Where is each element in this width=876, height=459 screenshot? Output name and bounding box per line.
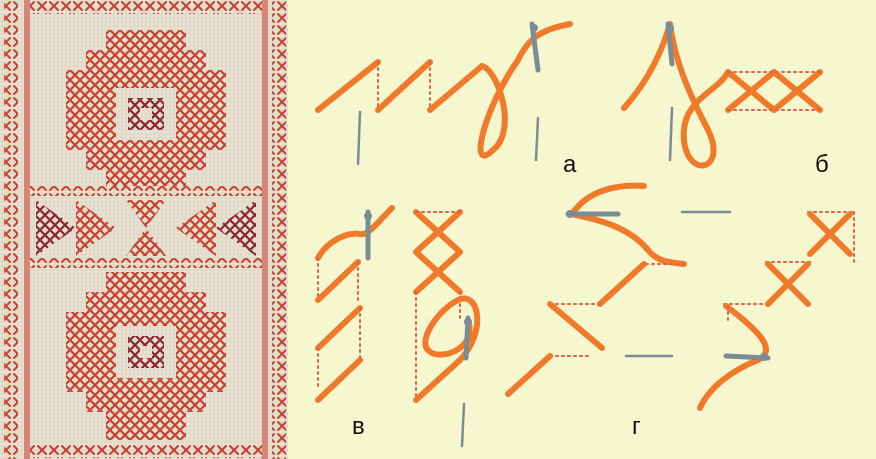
panel-label-b: б xyxy=(815,151,829,178)
stitch-diagram: а б в г xyxy=(288,0,876,459)
panel-label-g: г xyxy=(632,413,641,440)
left-border-stitches xyxy=(4,0,18,459)
panel-label-a: а xyxy=(563,151,577,178)
flower-motif-top xyxy=(66,30,226,186)
diagram-background xyxy=(288,0,876,459)
right-border-stitches xyxy=(272,0,286,459)
embroidery-photo xyxy=(0,0,288,459)
panel-label-v: в xyxy=(352,413,365,440)
